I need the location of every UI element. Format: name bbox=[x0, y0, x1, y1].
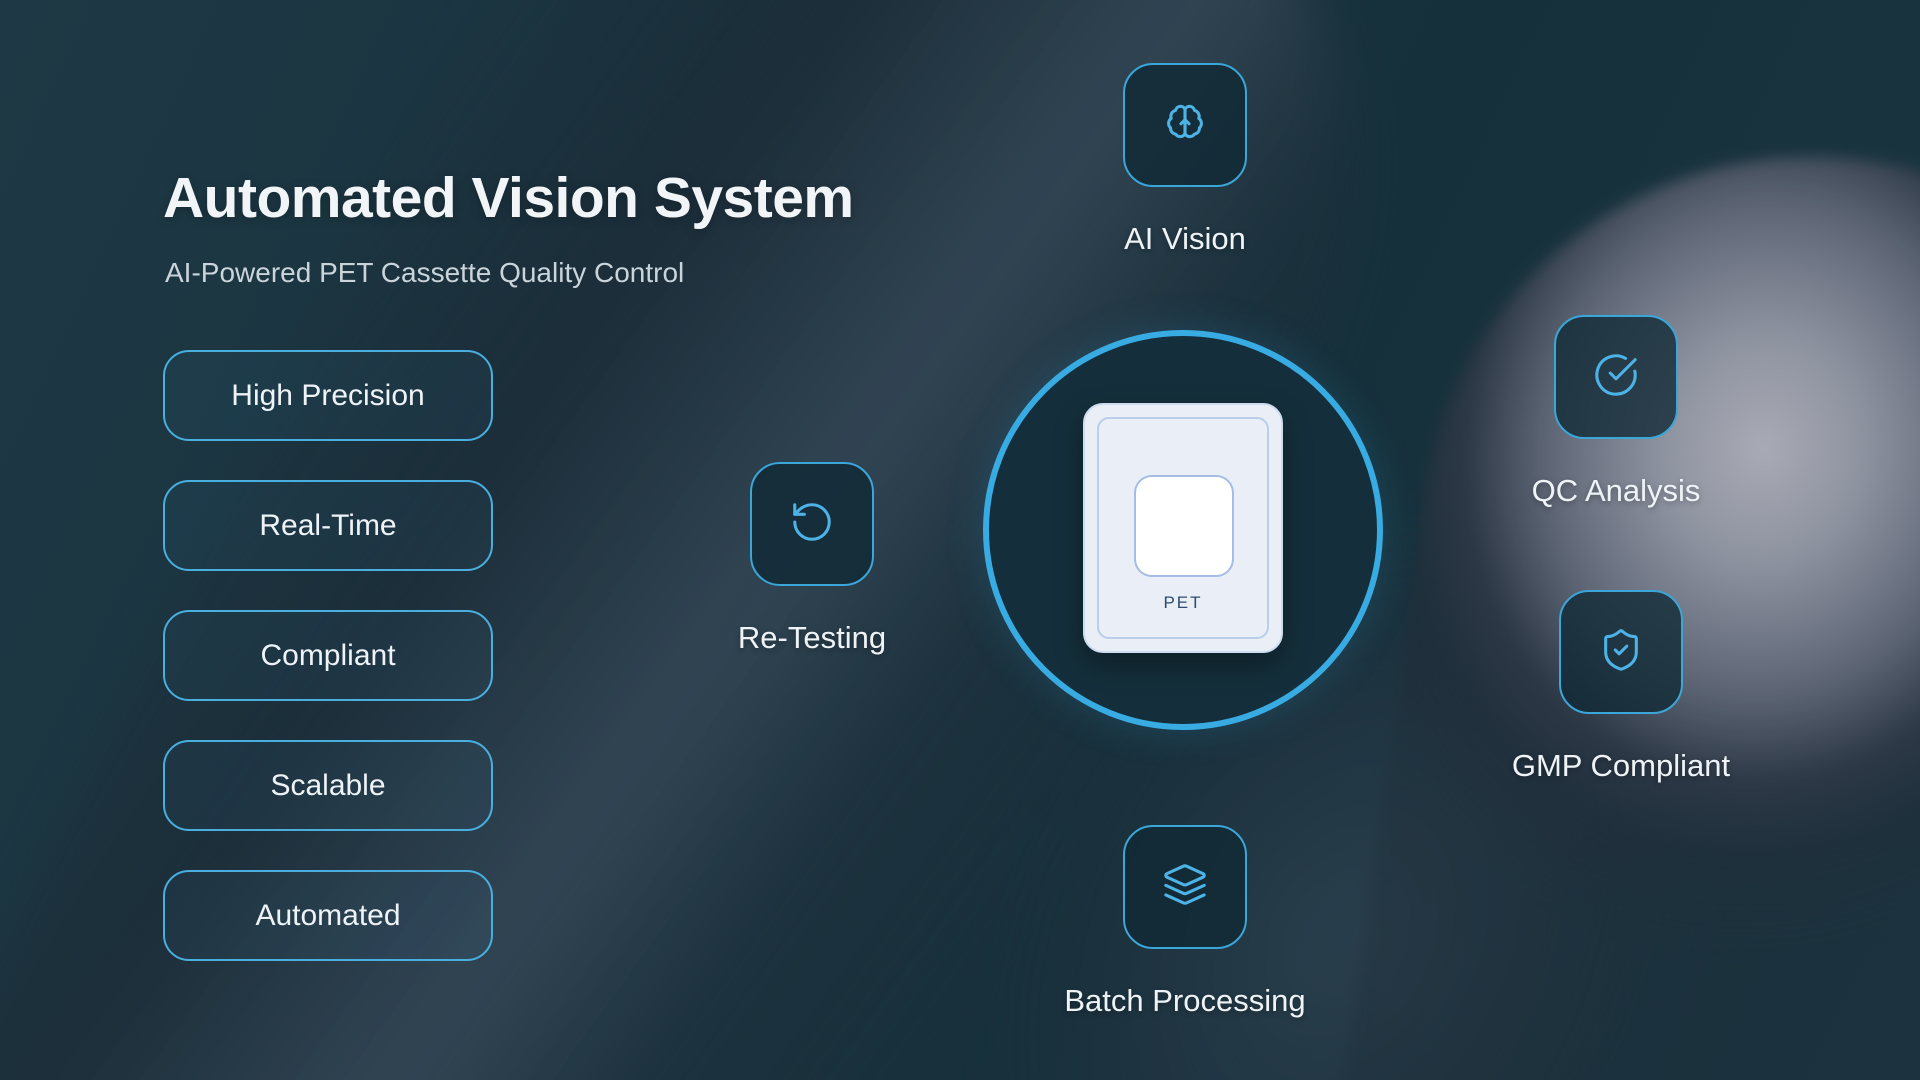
re-testing-card bbox=[750, 462, 874, 586]
shield-check-icon bbox=[1598, 627, 1644, 678]
feature-pill-scalable: Scalable bbox=[163, 740, 493, 831]
node-qc-analysis: QC Analysis bbox=[1466, 315, 1766, 509]
node-label: AI Vision bbox=[1124, 221, 1246, 256]
feature-pill-real-time: Real-Time bbox=[163, 480, 493, 571]
feature-pill-list: High Precision Real-Time Compliant Scala… bbox=[163, 350, 493, 1000]
layers-icon bbox=[1162, 862, 1208, 913]
qc-analysis-card bbox=[1554, 315, 1678, 439]
feature-pill-label: High Precision bbox=[231, 378, 425, 412]
feature-pill-automated: Automated bbox=[163, 870, 493, 961]
brain-icon bbox=[1162, 100, 1208, 151]
cassette-inner-outline bbox=[1097, 417, 1269, 639]
feature-pill-label: Compliant bbox=[260, 638, 396, 672]
feature-pill-label: Real-Time bbox=[259, 508, 397, 542]
node-label: GMP Compliant bbox=[1511, 748, 1731, 783]
node-label: QC Analysis bbox=[1531, 473, 1701, 508]
feature-pill-compliant: Compliant bbox=[163, 610, 493, 701]
feature-pill-label: Automated bbox=[255, 898, 401, 932]
batch-processing-card bbox=[1123, 825, 1247, 949]
pet-cassette-illustration: PET bbox=[1083, 403, 1283, 653]
cassette-label: PET bbox=[1163, 593, 1203, 612]
cassette-window bbox=[1134, 475, 1234, 577]
node-ai-vision: AI Vision bbox=[1035, 63, 1335, 257]
node-batch-processing: Batch Processing bbox=[1035, 825, 1335, 1019]
rotate-ccw-icon bbox=[789, 499, 835, 550]
feature-pill-high-precision: High Precision bbox=[163, 350, 493, 441]
feature-pill-label: Scalable bbox=[270, 768, 386, 802]
ai-vision-card bbox=[1123, 63, 1247, 187]
node-re-testing: Re-Testing bbox=[662, 462, 962, 656]
node-label: Re-Testing bbox=[737, 620, 887, 655]
page-title: Automated Vision System bbox=[163, 166, 854, 230]
check-circle-icon bbox=[1593, 352, 1639, 403]
node-gmp-compliant: GMP Compliant bbox=[1471, 590, 1771, 784]
gmp-compliant-card bbox=[1559, 590, 1683, 714]
node-label: Batch Processing bbox=[1064, 983, 1306, 1018]
page-subtitle: AI-Powered PET Cassette Quality Control bbox=[165, 257, 685, 288]
